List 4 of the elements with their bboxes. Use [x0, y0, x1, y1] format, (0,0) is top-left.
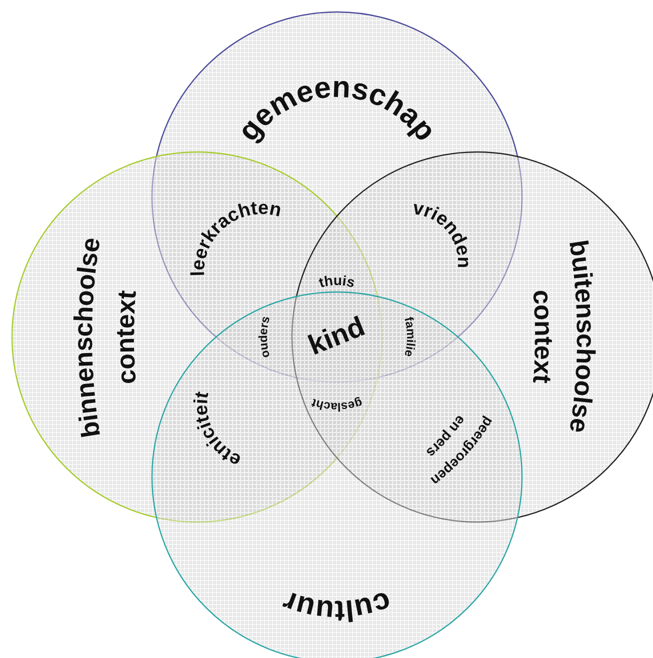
- center-label: kind: [304, 310, 369, 361]
- circle-label: cultuur: [278, 584, 396, 628]
- overlap-label: thuis: [316, 272, 357, 290]
- overlap-label: geslacht: [310, 396, 364, 414]
